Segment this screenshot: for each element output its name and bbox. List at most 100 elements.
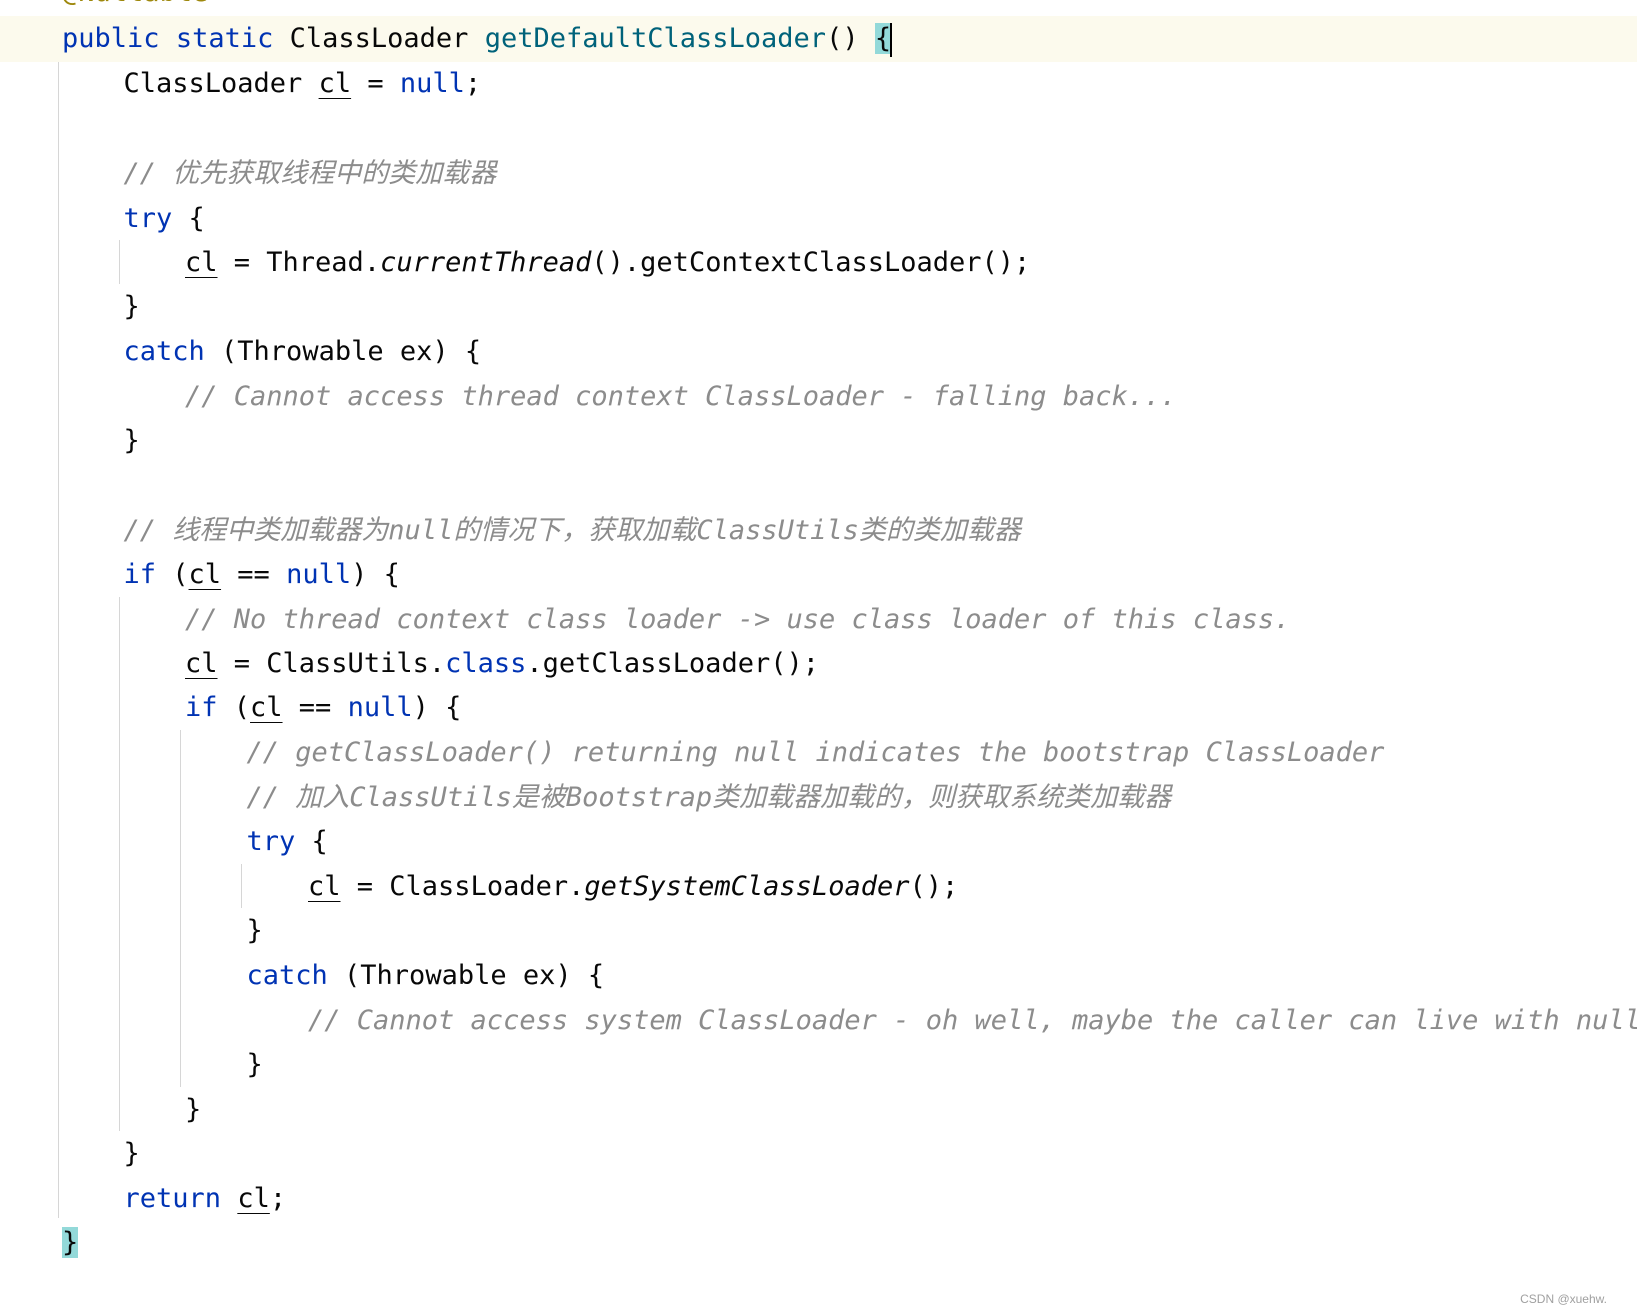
code-token: cl	[237, 1183, 270, 1214]
indent-guide-line	[241, 864, 242, 908]
code-token: 是被	[511, 782, 566, 813]
code-line[interactable]: }	[0, 1087, 1637, 1133]
code-line[interactable]: catch (Throwable ex) {	[0, 953, 1637, 999]
code-line[interactable]: cl = ClassUtils.class.getClassLoader();	[0, 641, 1637, 687]
code-token: cl	[185, 247, 218, 278]
code-token: {	[874, 23, 892, 54]
code-line[interactable]: try {	[0, 196, 1637, 242]
code-line[interactable]: cl = Thread.currentThread().getContextCl…	[0, 240, 1637, 286]
code-line[interactable]: // 优先获取线程中的类加载器	[0, 151, 1637, 197]
code-token: }	[246, 1049, 263, 1080]
code-token: (Throwable ex) {	[204, 336, 482, 367]
code-token: (	[217, 692, 251, 723]
code-line[interactable]: if (cl == null) {	[0, 552, 1637, 598]
code-token: ClassLoader	[123, 68, 319, 99]
code-line[interactable]: // 线程中类加载器为null的情况下，获取加载ClassUtils类的类加载器	[0, 508, 1637, 554]
code-token: //	[123, 515, 173, 546]
code-token: ClassUtils	[349, 782, 512, 813]
code-token: = Thread.	[217, 247, 381, 278]
code-token: = ClassLoader.	[340, 871, 585, 902]
code-token: (Throwable ex) {	[327, 960, 605, 991]
indent-guide-line	[119, 240, 120, 284]
code-token: class	[445, 648, 527, 679]
code-token: cl	[308, 871, 341, 902]
code-token: null	[399, 68, 465, 99]
code-token: 类加载器加载的，则获取系统类加载器	[712, 782, 1172, 813]
code-token: currentThread	[380, 247, 592, 278]
watermark: CSDN @xuehw.	[1520, 1292, 1607, 1306]
code-token: // Cannot access system ClassLoader - oh…	[308, 1005, 1637, 1036]
code-line[interactable]: // No thread context class loader -> use…	[0, 597, 1637, 643]
code-token: cl	[185, 648, 218, 679]
code-token: getDefaultClassLoader	[484, 23, 827, 54]
code-token: }	[185, 1094, 202, 1125]
annotation-nullable: @Nullable	[62, 0, 208, 16]
code-token: {	[172, 203, 205, 234]
code-line[interactable]: }	[0, 1042, 1637, 1088]
code-token: }	[123, 1138, 140, 1169]
code-token: cl	[188, 559, 222, 590]
code-line[interactable]: if (cl == null) {	[0, 685, 1637, 731]
indent-guide-line	[58, 62, 59, 1218]
code-token: return	[123, 1183, 222, 1214]
code-line[interactable]: }	[0, 1220, 1637, 1266]
code-token: null	[286, 559, 352, 590]
code-token: 的情况下，获取加载	[453, 515, 697, 546]
code-token: .getClassLoader();	[526, 648, 819, 679]
code-token: // Cannot access thread context ClassLoa…	[185, 381, 1177, 412]
code-token: }	[62, 1227, 79, 1258]
code-token: ();	[909, 871, 959, 902]
code-token: ClassUtils	[696, 515, 859, 546]
code-token: 优先获取线程中的类加载器	[172, 158, 497, 189]
code-token: // No thread context class loader -> use…	[185, 604, 1291, 635]
code-token: try	[123, 203, 173, 234]
indent-guide-line	[180, 730, 181, 1087]
text-caret	[890, 22, 893, 57]
code-line[interactable]: cl = ClassLoader.getSystemClassLoader();	[0, 864, 1637, 910]
code-token: static	[175, 23, 274, 54]
code-token: {	[295, 826, 328, 857]
code-line[interactable]: // Cannot access system ClassLoader - oh…	[0, 998, 1637, 1044]
code-token: ClassLoader	[273, 23, 485, 54]
code-token: 加入	[295, 782, 350, 813]
code-token: ;	[269, 1183, 287, 1214]
code-line[interactable]: // Cannot access thread context ClassLoa…	[0, 374, 1637, 420]
code-line[interactable]: try {	[0, 819, 1637, 865]
code-line[interactable]: }	[0, 908, 1637, 954]
code-line[interactable]: catch (Throwable ex) {	[0, 329, 1637, 375]
code-token: ;	[464, 68, 482, 99]
code-token: }	[123, 291, 140, 322]
code-line[interactable]: return cl;	[0, 1176, 1637, 1222]
code-line[interactable]: public static ClassLoader getDefaultClas…	[0, 16, 1637, 62]
code-token: ) {	[412, 692, 462, 723]
code-line[interactable]: // getClassLoader() returning null indic…	[0, 730, 1637, 776]
code-token: // getClassLoader() returning null indic…	[246, 737, 1385, 768]
code-token: ) {	[351, 559, 400, 590]
indent-guide-line	[119, 597, 120, 1131]
code-token: 类的类加载器	[858, 515, 1021, 546]
code-token: null	[347, 692, 413, 723]
code-token: //	[123, 158, 173, 189]
code-token: try	[246, 826, 296, 857]
code-line[interactable]	[0, 463, 1637, 509]
code-token: catch	[123, 336, 205, 367]
code-line[interactable]: ClassLoader cl = null;	[0, 61, 1637, 107]
code-token: ==	[221, 559, 287, 590]
code-token: getSystemClassLoader	[584, 871, 910, 902]
code-token: }	[123, 425, 140, 456]
code-token: cl	[250, 692, 283, 723]
code-line[interactable]: // 加入ClassUtils是被Bootstrap类加载器加载的，则获取系统类…	[0, 775, 1637, 821]
code-line[interactable]: }	[0, 1131, 1637, 1177]
code-token: ().getContextClassLoader();	[591, 247, 1031, 278]
code-line[interactable]: }	[0, 284, 1637, 330]
code-token: cl	[318, 68, 352, 99]
code-token: public	[62, 23, 160, 54]
code-token: if	[185, 692, 218, 723]
code-line[interactable]	[0, 106, 1637, 152]
code-token: }	[246, 915, 263, 946]
code-token	[160, 23, 176, 54]
code-token: //	[246, 782, 296, 813]
code-line[interactable]: }	[0, 418, 1637, 464]
code-token: 线程中类加载器为	[172, 515, 389, 546]
